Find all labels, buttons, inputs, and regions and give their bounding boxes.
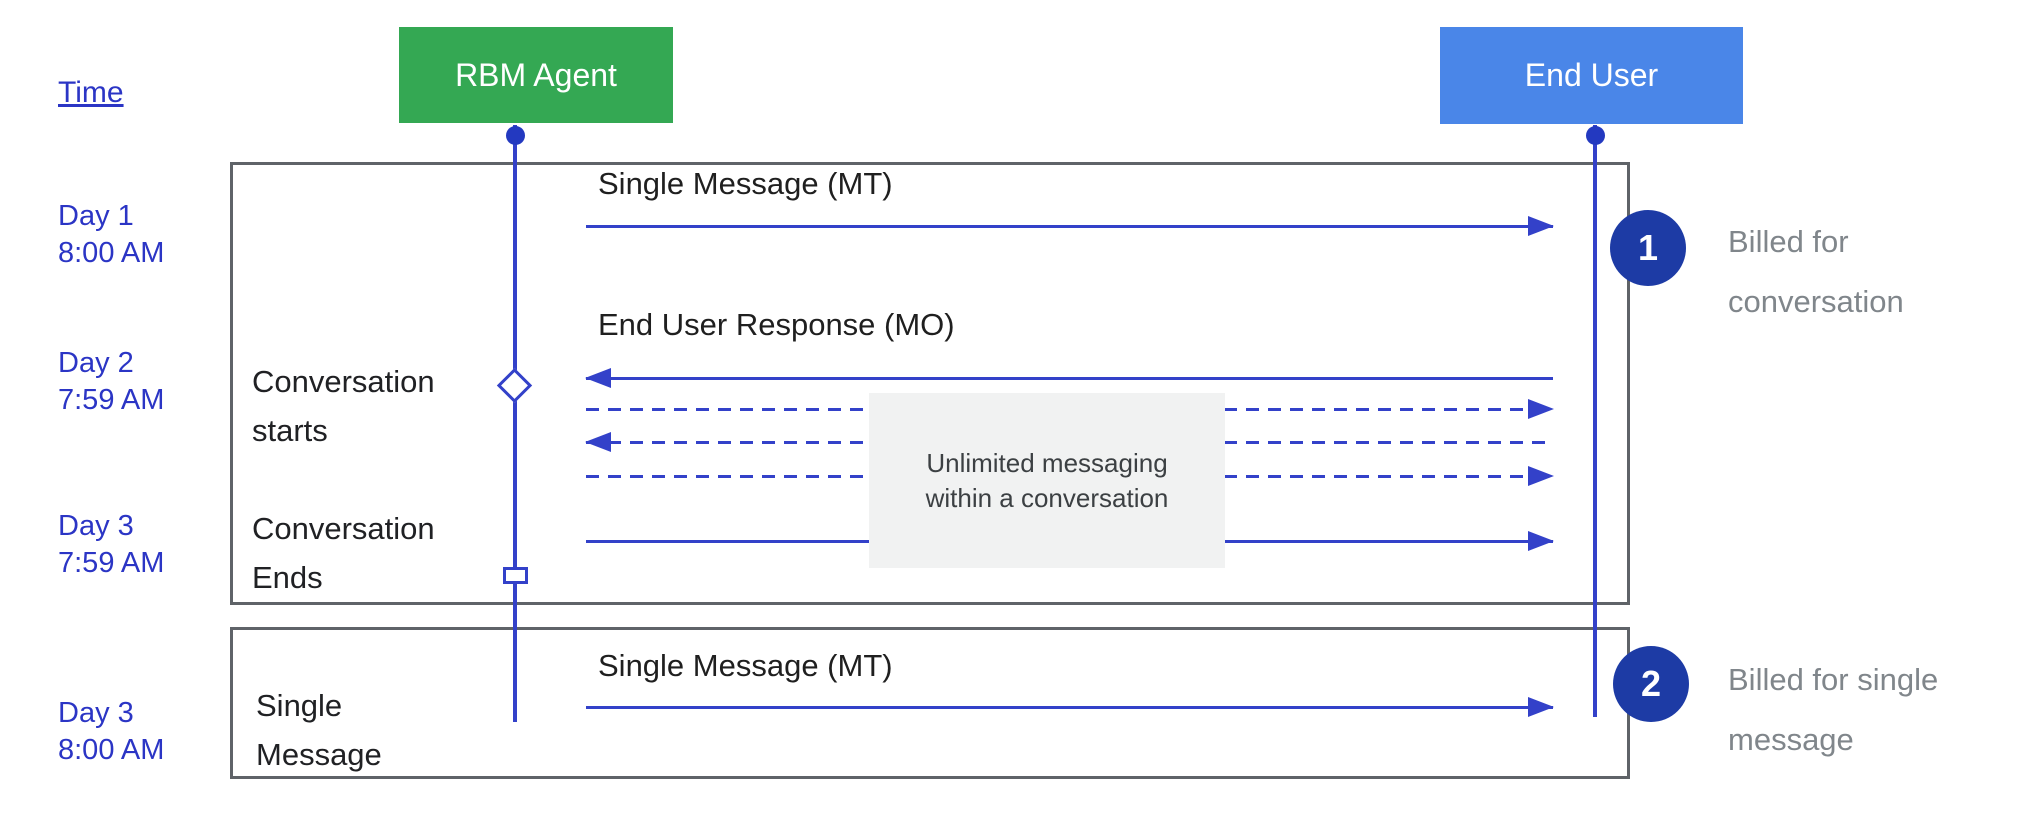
- conversation-frame: [230, 162, 1630, 605]
- billed-for-conversation-text: Billed for conversation: [1728, 224, 1904, 319]
- time-column-header: Time: [58, 76, 124, 109]
- billing-badge-2-number: 2: [1640, 663, 1662, 704]
- billed-for-single-message-text: Billed for single message: [1728, 662, 1939, 757]
- time-entry-day: Day 2: [58, 347, 134, 379]
- message-label-mt: Single Message (MT): [598, 166, 893, 201]
- time-entry-day: Day 3: [58, 697, 134, 729]
- time-entry-day3b: Day 3 8:00 AM: [58, 695, 164, 769]
- billing-badge-1: 1: [1610, 210, 1686, 286]
- lifeline-start-dot-user: [1586, 126, 1605, 145]
- rbm-agent-label: RBM Agent: [455, 56, 617, 93]
- single-message-label: Single Message: [256, 688, 382, 772]
- billing-badge-1-number: 1: [1637, 227, 1659, 268]
- arrow-single-message-billed: [586, 697, 1554, 717]
- rbm-agent-lifeline: [513, 125, 517, 722]
- lifeline-start-dot-agent: [506, 126, 525, 145]
- message-label-mo: End User Response (MO): [598, 307, 955, 342]
- rbm-agent-box: RBM Agent: [399, 27, 673, 123]
- time-entry-day3: Day 3 7:59 AM: [58, 508, 164, 582]
- time-entry-day1: Day 1 8:00 AM: [58, 198, 164, 272]
- time-entry-time: 8:00 AM: [58, 237, 165, 269]
- single-message-frame: [230, 627, 1630, 779]
- conversation-ends-label: Conversation Ends: [252, 511, 435, 595]
- end-user-label: End User: [1524, 57, 1659, 93]
- conversation-end-square-marker: [503, 567, 528, 584]
- end-user-lifeline: [1593, 125, 1597, 717]
- arrow-end-user-response-mo: [585, 368, 1553, 388]
- time-entry-time: 7:59 AM: [58, 384, 165, 416]
- message-label-mt-single: Single Message (MT): [598, 648, 893, 683]
- time-entry-time: 8:00 AM: [58, 734, 165, 766]
- time-entry-day2: Day 2 7:59 AM: [58, 345, 164, 419]
- time-entry-day: Day 1: [58, 200, 134, 232]
- unlimited-messaging-note: Unlimited messaging within a conversatio…: [869, 393, 1225, 568]
- time-entry-time: 7:59 AM: [58, 547, 165, 579]
- end-user-box: End User: [1440, 27, 1743, 124]
- conversation-starts-label: Conversation starts: [252, 364, 435, 448]
- arrow-single-message-mt: [586, 216, 1554, 236]
- time-entry-day: Day 3: [58, 510, 134, 542]
- billing-badge-2: 2: [1613, 646, 1689, 722]
